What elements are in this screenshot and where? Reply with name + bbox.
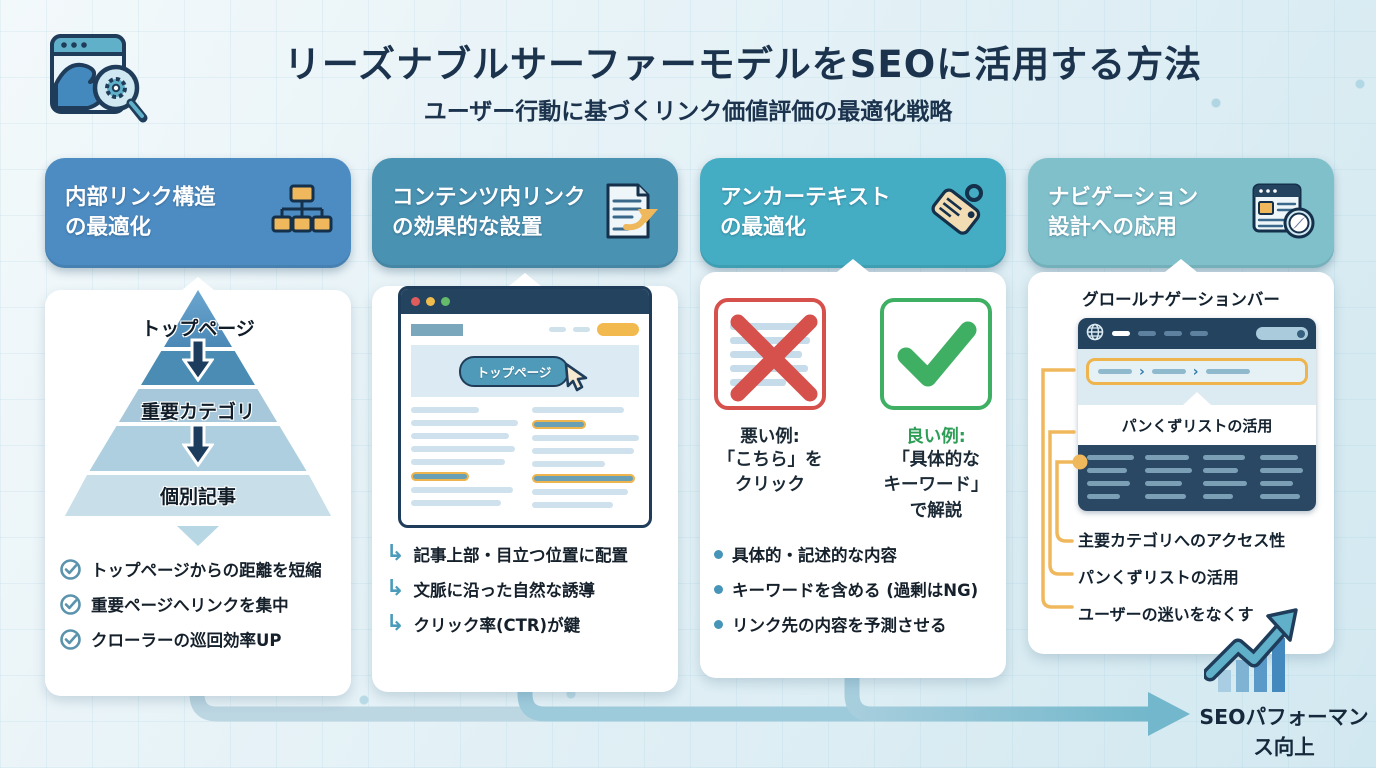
- site-logo-bar: [411, 323, 463, 336]
- column1-bullet-list: トップページからの距離を短縮 重要ページへリンクを集中 クローラーの巡回効率UP: [45, 557, 351, 651]
- highlighted-link: [532, 420, 586, 429]
- document-link-icon: [602, 181, 660, 245]
- list-item: クローラーの巡回効率UP: [59, 627, 337, 651]
- webpage-mockup: トップページ: [398, 286, 652, 528]
- branch-arrow-icon: ↳: [386, 576, 405, 601]
- nav-item: [1164, 331, 1182, 336]
- site-hierarchy-pyramid: トップページ 重要カテゴリ 個別記事: [63, 290, 333, 516]
- x-mark-icon: [710, 294, 830, 414]
- global-nav-label: グロールナゲーションバー: [1082, 290, 1280, 309]
- column-in-content-links: コンテンツ内リンク の効果的な設置: [372, 158, 678, 692]
- column2-title-line1: コンテンツ内リンク: [392, 184, 586, 210]
- footer-links: [1078, 445, 1316, 511]
- bad-example: 悪い例: 「こちら」を クリック: [700, 298, 840, 524]
- column3-title-line1: アンカーテキスト: [720, 184, 891, 210]
- column2-title-line2: の効果的な設置: [392, 215, 543, 240]
- list-item: ↳ クリック率(CTR)が鍵: [386, 611, 581, 636]
- page-title: リーズナブルサーファーモデルをSEOに活用する方法: [283, 43, 1203, 86]
- good-example-label: 良い例:: [906, 427, 966, 447]
- column4-card: グロールナゲーションバー › › パンくずリストの活用: [1028, 259, 1334, 654]
- column-anchor-text: アンカーテキスト の最適化: [700, 158, 1006, 678]
- list-item: ユーザーの迷いをなくす: [1078, 605, 1254, 624]
- search-pill: [1256, 327, 1308, 340]
- navigation-mockup: › › パンくずリストの活用: [1078, 318, 1316, 511]
- check-circle-icon: [59, 628, 82, 651]
- global-nav-bar: [1078, 318, 1316, 349]
- nav-item: [1190, 331, 1208, 336]
- column3-title-line2: の最適化: [720, 215, 807, 240]
- column1-card: トップページ 重要カテゴリ 個別記事 トップページからの距離を短縮: [45, 277, 351, 696]
- column-navigation-design: ナビゲーション 設計への応用 グロールナゲーションバー: [1028, 158, 1334, 654]
- cta-pill: [597, 323, 639, 336]
- bullet-dot-icon: [714, 549, 723, 559]
- list-item: ↳ 文脈に沿った自然な誘導: [386, 576, 595, 601]
- browser-wave-search-icon: [46, 26, 150, 134]
- sitemap-icon: [271, 183, 333, 243]
- list-item: トップページからの距離を短縮: [59, 557, 337, 581]
- bad-example-box: [714, 298, 826, 410]
- page-subtitle: ユーザー行動に基づくリンク価値評価の最適化戦略: [423, 99, 953, 125]
- window-dot-yellow: [426, 297, 435, 306]
- bad-example-label: 悪い例:: [740, 427, 800, 447]
- column1-header: 内部リンク構造 の最適化: [45, 158, 351, 268]
- nav-item: [1112, 331, 1130, 336]
- tag-icon: [926, 181, 988, 245]
- highlighted-link: [532, 474, 635, 483]
- breadcrumb-highlight-box: › ›: [1086, 358, 1308, 385]
- pyramid-level-article: 個別記事: [159, 486, 236, 508]
- browser-compass-icon: [1252, 182, 1316, 244]
- window-dot-red: [411, 297, 420, 306]
- column4-header: ナビゲーション 設計への応用: [1028, 158, 1334, 268]
- pyramid-level-top-page: トップページ: [141, 318, 255, 340]
- branch-arrow-icon: ↳: [386, 541, 405, 566]
- chevron-right-icon: ›: [1139, 363, 1145, 380]
- highlighted-link: [411, 472, 469, 481]
- column-internal-link-structure: 内部リンク構造 の最適化 トップページ 重要カテゴリ 個別記事: [45, 158, 351, 696]
- check-mark-icon: [884, 321, 988, 410]
- check-circle-icon: [59, 558, 82, 581]
- list-item: 主要カテゴリへのアクセス性: [1078, 531, 1286, 550]
- browser-titlebar: [401, 289, 649, 314]
- column1-title-line1: 内部リンク構造: [65, 184, 216, 210]
- pyramid-level-category: 重要カテゴリ: [140, 401, 255, 423]
- column4-bullet-list: 主要カテゴリへのアクセス性 パンくずリストの活用 ユーザーの迷いをなくす: [1028, 527, 1334, 625]
- branch-arrow-icon: ↳: [386, 611, 405, 636]
- list-item: パンくずリストの活用: [1078, 568, 1239, 587]
- down-arrow-icon: [181, 423, 215, 471]
- list-item: リンク先の内容を予測させる: [714, 612, 992, 636]
- window-dot-green: [441, 297, 450, 306]
- good-example-box: [880, 298, 992, 410]
- column2-bullet-list: ↳ 記事上部・目立つ位置に配置 ↳ 文脈に沿った自然な誘導 ↳ クリック率(CT…: [372, 542, 678, 636]
- growth-chart-icon: [1202, 608, 1300, 700]
- cursor-icon: [563, 362, 591, 396]
- text-column-left: [411, 407, 518, 515]
- chevron-down-icon: [177, 526, 219, 546]
- column4-title-line2: 設計への応用: [1048, 215, 1178, 240]
- column1-title-line2: の最適化: [65, 215, 152, 240]
- list-item: 具体的・記述的な内容: [714, 542, 992, 566]
- chevron-right-icon: ›: [1192, 363, 1199, 380]
- text-column-right: [532, 407, 639, 515]
- list-item: 重要ページへリンクを集中: [59, 592, 337, 616]
- breadcrumb-callout: パンくずリストの活用: [1078, 392, 1316, 445]
- column2-header: コンテンツ内リンク の効果的な設置: [372, 158, 678, 268]
- column2-card: トップページ: [372, 273, 678, 692]
- top-page-link-button: トップページ: [458, 355, 570, 387]
- result-label: SEOパフォーマンス向上: [1199, 705, 1369, 759]
- globe-icon: [1086, 323, 1104, 345]
- column3-header: アンカーテキスト の最適化: [700, 158, 1006, 268]
- nav-item: [1138, 331, 1156, 336]
- column3-bullet-list: 具体的・記述的な内容 キーワードを含める (過剰はNG) リンク先の内容を予測さ…: [700, 542, 1006, 636]
- list-item: ↳ 記事上部・目立つ位置に配置: [386, 541, 628, 566]
- bullet-dot-icon: [714, 619, 723, 629]
- list-item: キーワードを含める (過剰はNG): [714, 577, 992, 601]
- check-circle-icon: [59, 593, 82, 616]
- hero-band: トップページ: [411, 345, 639, 397]
- column4-title-line1: ナビゲーション: [1048, 184, 1199, 210]
- good-example: 良い例: 「具体的な キーワード」 で解説: [866, 298, 1006, 524]
- bullet-dot-icon: [714, 584, 723, 594]
- down-arrow-icon: [181, 338, 215, 386]
- column3-card: 悪い例: 「こちら」を クリック 良い例: 「具体的な キー: [700, 259, 1006, 678]
